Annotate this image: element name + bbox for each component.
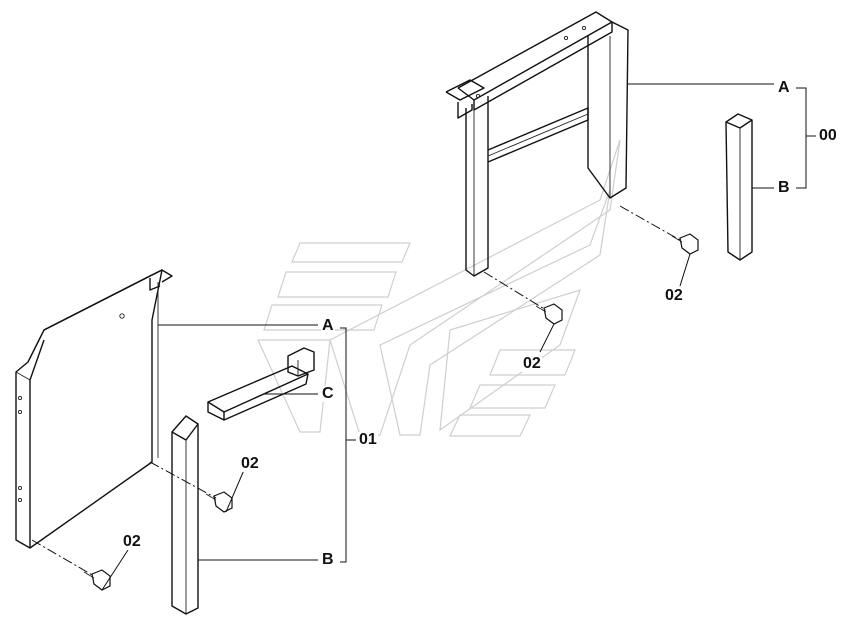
- label-b-upper: B: [777, 179, 791, 196]
- bolt-upper-middle: [535, 303, 563, 325]
- label-a-lower: A: [321, 317, 335, 334]
- label-bolt-lower-middle: 02: [240, 455, 260, 472]
- assembly-lines: [31, 205, 681, 577]
- bolt-upper-right: [671, 233, 699, 255]
- label-c: C: [321, 385, 335, 402]
- watermark-logo: [257, 139, 621, 437]
- upper-cover-part-b: [725, 113, 753, 261]
- label-bolt-upper-right: 02: [664, 287, 684, 304]
- lower-side-panel-part-a: [15, 269, 173, 549]
- label-assembly-00: 00: [818, 127, 838, 144]
- lower-cover-part-b: [171, 415, 199, 615]
- bolt-lower-left: [83, 569, 111, 591]
- label-bolt-lower-left: 02: [122, 533, 142, 550]
- bar-part-c: [207, 347, 315, 421]
- upper-frame-part-a: [445, 11, 629, 277]
- leader-lines: [101, 83, 816, 591]
- label-b-lower: B: [321, 551, 335, 568]
- label-bolt-upper-middle: 02: [522, 355, 542, 372]
- label-a-upper: A: [777, 79, 791, 96]
- label-assembly-01: 01: [358, 431, 378, 448]
- bolt-lower-middle: [205, 491, 233, 513]
